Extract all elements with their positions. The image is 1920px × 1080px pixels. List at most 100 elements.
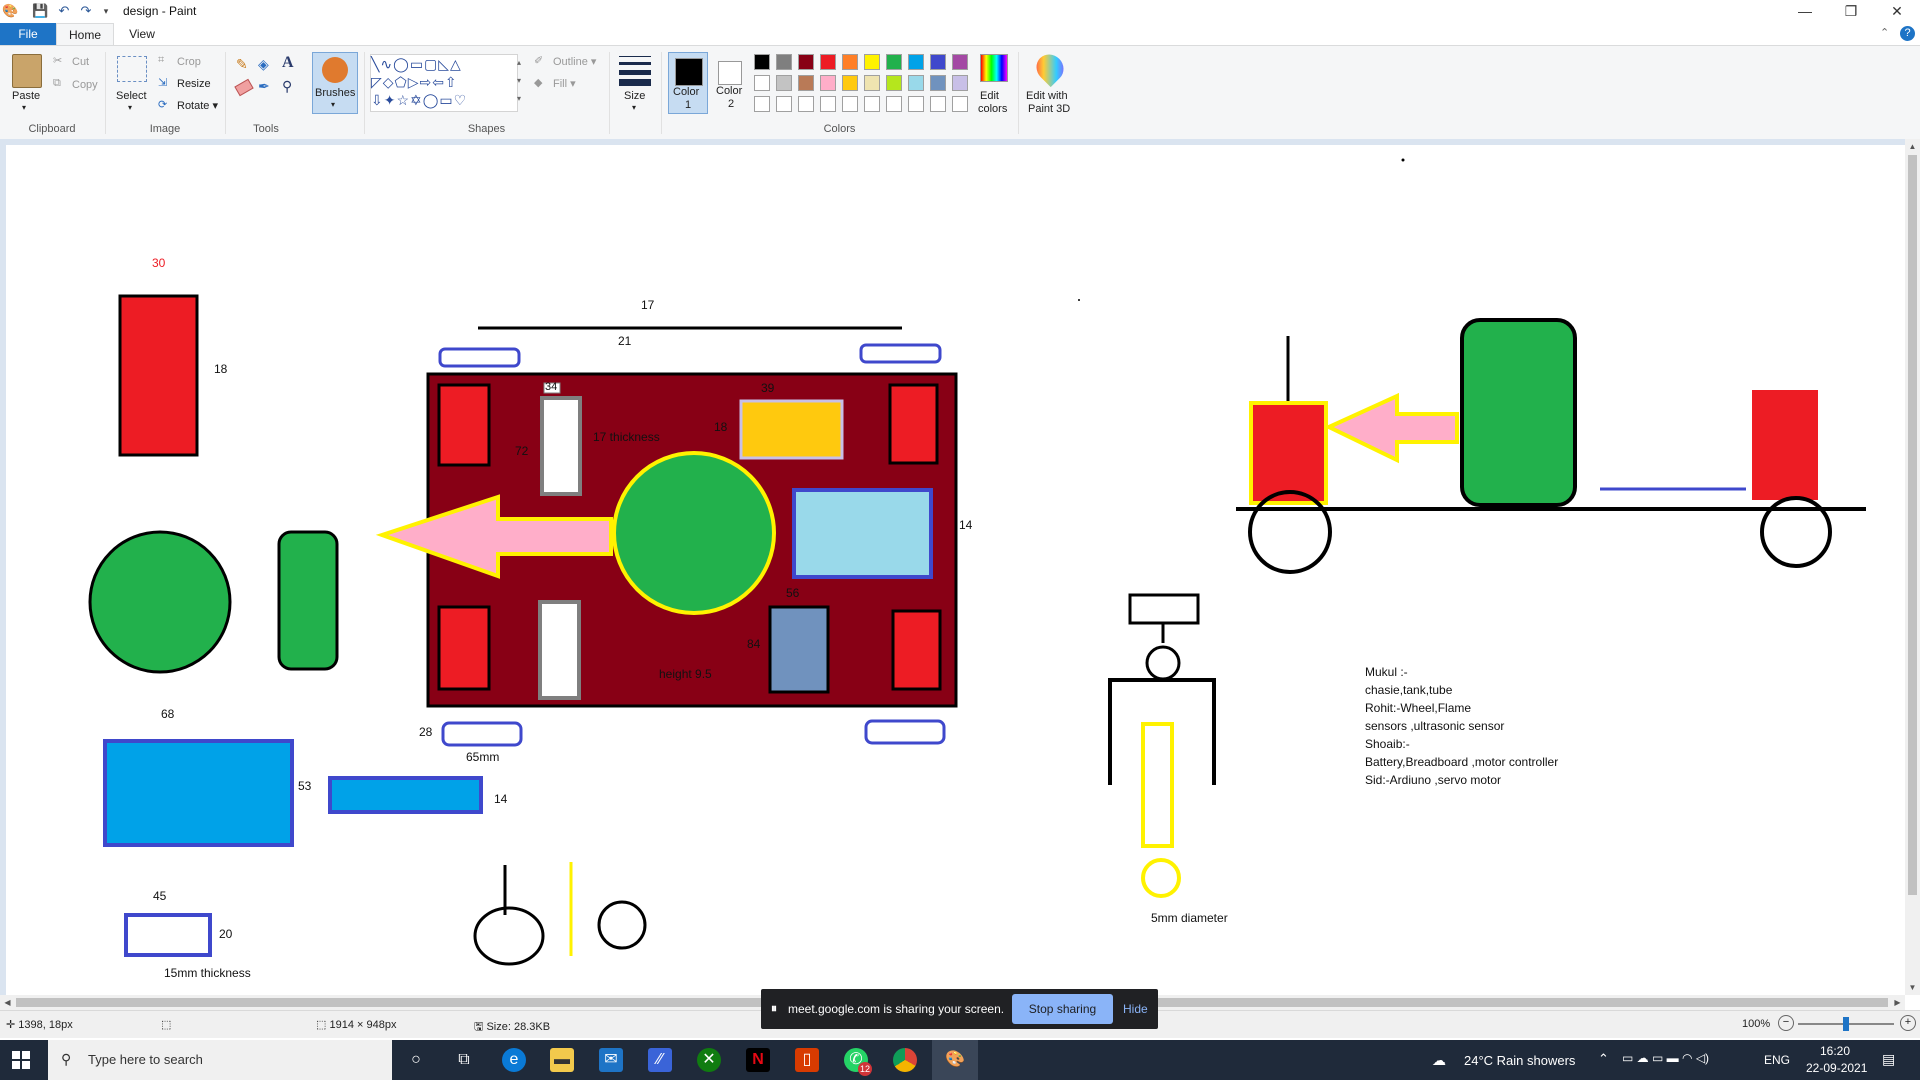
paste-button[interactable]: Paste bbox=[12, 90, 41, 102]
color1-button[interactable]: Color 1 bbox=[668, 52, 708, 114]
palette-color-swatch[interactable] bbox=[776, 75, 792, 91]
stop-sharing-button[interactable]: Stop sharing bbox=[1012, 994, 1113, 1024]
mail-icon[interactable]: ✉ bbox=[599, 1048, 623, 1072]
size-icon[interactable] bbox=[619, 54, 651, 86]
edit-with-paint3d-button[interactable]: Edit with bbox=[1026, 90, 1068, 102]
magnifier-icon[interactable]: ⚲ bbox=[282, 78, 293, 94]
zoom-slider-thumb[interactable] bbox=[1843, 1017, 1849, 1031]
palette-color-swatch[interactable] bbox=[776, 96, 792, 112]
palette-color-swatch[interactable] bbox=[864, 75, 880, 91]
windows-start-icon[interactable] bbox=[12, 1051, 30, 1069]
netflix-icon[interactable]: N bbox=[746, 1048, 770, 1072]
palette-color-swatch[interactable] bbox=[842, 75, 858, 91]
maximize-button[interactable]: ❐ bbox=[1844, 3, 1858, 19]
resize-button[interactable]: ⇲Resize bbox=[158, 76, 211, 92]
palette-color-swatch[interactable] bbox=[908, 75, 924, 91]
taskbar-search[interactable]: ⚲ Type here to search bbox=[48, 1040, 392, 1080]
rotate-button[interactable]: ⟳Rotate ▾ bbox=[158, 98, 218, 114]
paste-dropdown-icon[interactable]: ▾ bbox=[22, 103, 27, 112]
collapse-ribbon-icon[interactable]: ⌃ bbox=[1880, 27, 1890, 39]
edge-icon[interactable]: e bbox=[502, 1048, 526, 1072]
paint-app-icon[interactable]: 🎨 bbox=[2, 3, 19, 18]
help-icon[interactable]: ? bbox=[1900, 26, 1915, 41]
palette-color-swatch[interactable] bbox=[798, 75, 814, 91]
palette-color-swatch[interactable] bbox=[908, 96, 924, 112]
app-icon[interactable]: ∕∕ bbox=[648, 1048, 672, 1072]
tab-home[interactable]: Home bbox=[56, 23, 114, 45]
scroll-up-icon[interactable]: ▲ bbox=[1908, 142, 1917, 151]
shapes-row-2[interactable]: ◸◇⬠▷⇨⇦⇧ bbox=[371, 74, 458, 90]
action-center-icon[interactable]: ▤ bbox=[1882, 1051, 1896, 1067]
palette-color-swatch[interactable] bbox=[776, 54, 792, 70]
fill-button[interactable]: ◆Fill ▾ bbox=[534, 76, 576, 92]
outline-button[interactable]: ✐Outline ▾ bbox=[534, 54, 596, 70]
select-icon[interactable] bbox=[117, 56, 147, 82]
palette-color-swatch[interactable] bbox=[754, 75, 770, 91]
zoom-out-icon[interactable]: − bbox=[1778, 1015, 1794, 1031]
palette-color-swatch[interactable] bbox=[820, 75, 836, 91]
system-tray-icons[interactable]: ▭ ☁ ▭ ▬ ◠ ◁) bbox=[1622, 1051, 1710, 1065]
task-view-icon[interactable]: ⧉ bbox=[458, 1051, 470, 1068]
select-button[interactable]: Select bbox=[116, 90, 147, 102]
brushes-button[interactable]: Brushes ▾ bbox=[312, 52, 358, 114]
zoom-slider[interactable] bbox=[1798, 1017, 1894, 1031]
chrome-icon[interactable] bbox=[893, 1048, 917, 1072]
palette-color-swatch[interactable] bbox=[842, 96, 858, 112]
language-indicator[interactable]: ENG bbox=[1764, 1053, 1791, 1067]
drawing-canvas[interactable]: 30 18 17 21 34 39 72 17 thickness 18 14 … bbox=[6, 145, 1905, 995]
palette-color-swatch[interactable] bbox=[952, 96, 968, 112]
clock-date[interactable]: 22-09-2021 bbox=[1806, 1061, 1868, 1075]
rainbow-icon[interactable] bbox=[980, 54, 1008, 82]
close-button[interactable]: ✕ bbox=[1891, 3, 1903, 19]
color-picker-icon[interactable]: ✒ bbox=[258, 78, 270, 94]
palette-color-swatch[interactable] bbox=[820, 54, 836, 70]
palette-color-swatch[interactable] bbox=[798, 96, 814, 112]
paint-taskbar-button[interactable]: 🎨 bbox=[932, 1040, 978, 1080]
shapes-row-1[interactable]: ╲∿◯▭▢◺△ bbox=[371, 56, 462, 72]
copy-button[interactable]: ⧉Copy bbox=[53, 77, 98, 93]
select-dropdown-icon[interactable]: ▾ bbox=[128, 103, 133, 112]
size-dropdown-icon[interactable]: ▾ bbox=[632, 103, 637, 112]
palette-color-swatch[interactable] bbox=[864, 96, 880, 112]
palette-color-swatch[interactable] bbox=[842, 54, 858, 70]
palette-color-swatch[interactable] bbox=[952, 75, 968, 91]
clock-time[interactable]: 16:20 bbox=[1820, 1044, 1851, 1058]
palette-color-swatch[interactable] bbox=[930, 96, 946, 112]
text-tool-icon[interactable]: A bbox=[282, 54, 294, 71]
palette-color-swatch[interactable] bbox=[886, 75, 902, 91]
pencil-icon[interactable]: ✎ bbox=[236, 56, 248, 72]
palette-color-swatch[interactable] bbox=[798, 54, 814, 70]
palette-color-swatch[interactable] bbox=[864, 54, 880, 70]
cortana-icon[interactable]: ○ bbox=[411, 1051, 421, 1068]
scroll-right-icon[interactable]: ▶ bbox=[1894, 998, 1901, 1007]
palette-color-swatch[interactable] bbox=[754, 54, 770, 70]
shapes-gallery[interactable]: ╲∿◯▭▢◺△ ◸◇⬠▷⇨⇦⇧ ⇩✦☆✡◯▭♡ bbox=[370, 54, 518, 112]
redo-icon[interactable]: ↷ bbox=[80, 3, 92, 18]
weather-text[interactable]: 24°C Rain showers bbox=[1464, 1053, 1576, 1068]
shapes-scroll[interactable]: ▴▾▾ bbox=[517, 58, 522, 103]
palette-color-swatch[interactable] bbox=[930, 75, 946, 91]
paste-icon[interactable] bbox=[12, 54, 42, 88]
file-explorer-icon[interactable]: ▬ bbox=[550, 1048, 574, 1072]
palette-color-swatch[interactable] bbox=[952, 54, 968, 70]
scroll-left-icon[interactable]: ◀ bbox=[4, 998, 11, 1007]
minimize-button[interactable]: — bbox=[1798, 3, 1812, 19]
crop-button[interactable]: ⌗Crop bbox=[158, 54, 201, 70]
customize-icon[interactable]: ▾ bbox=[103, 6, 109, 16]
vertical-scroll-thumb[interactable] bbox=[1908, 155, 1917, 895]
hide-button[interactable]: Hide bbox=[1123, 1002, 1148, 1016]
palette-color-swatch[interactable] bbox=[908, 54, 924, 70]
xbox-icon[interactable]: ✕ bbox=[697, 1048, 721, 1072]
palette-color-swatch[interactable] bbox=[820, 96, 836, 112]
cut-button[interactable]: ✂Cut bbox=[53, 54, 89, 70]
tab-view[interactable]: View bbox=[129, 27, 155, 41]
weather-icon[interactable]: ☁ bbox=[1432, 1052, 1446, 1068]
scroll-down-icon[interactable]: ▼ bbox=[1908, 983, 1917, 992]
shapes-row-3[interactable]: ⇩✦☆✡◯▭♡ bbox=[371, 92, 468, 108]
tab-file[interactable]: File bbox=[0, 23, 56, 45]
fill-bucket-icon[interactable]: ◈ bbox=[258, 56, 269, 72]
chevron-up-icon[interactable]: ⌃ bbox=[1598, 1051, 1609, 1066]
edit-colors-button[interactable]: Edit bbox=[980, 90, 999, 102]
palette-color-swatch[interactable] bbox=[886, 54, 902, 70]
palette-color-swatch[interactable] bbox=[930, 54, 946, 70]
